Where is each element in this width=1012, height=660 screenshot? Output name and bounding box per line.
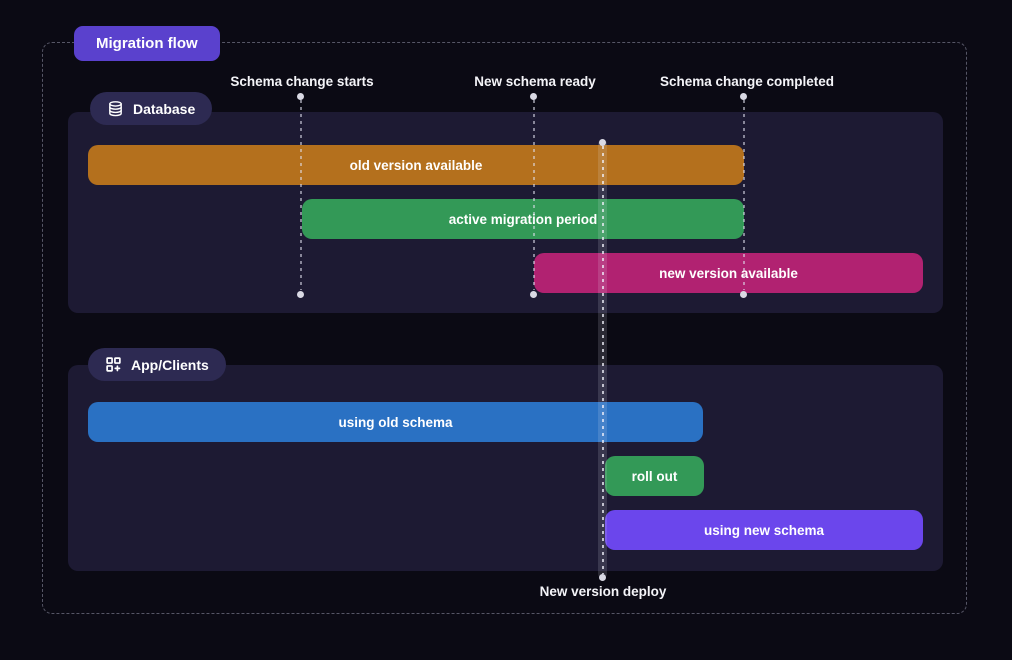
milestone-line-schema-change-starts <box>300 100 302 290</box>
bar-using-old-schema: using old schema <box>88 402 703 442</box>
milestone-dot <box>297 291 304 298</box>
bar-active-migration-period: active migration period <box>302 199 744 239</box>
lane-label: App/Clients <box>131 356 209 373</box>
diagram-frame <box>42 42 967 614</box>
lane-pill-database: Database <box>90 92 213 125</box>
deploy-label-new-version-deploy: New version deploy <box>539 584 667 599</box>
milestone-dot <box>530 291 537 298</box>
milestone-line-schema-change-completed <box>743 100 745 290</box>
lane-pill-app-clients: App/Clients <box>88 348 226 381</box>
milestone-label-schema-change-starts: Schema change starts <box>230 74 374 89</box>
milestone-label-new-schema-ready: New schema ready <box>474 74 596 89</box>
bar-using-new-schema: using new schema <box>605 510 923 550</box>
deploy-line <box>602 146 604 574</box>
bar-new-version-available: new version available <box>534 253 923 293</box>
bar-roll-out: roll out <box>605 456 704 496</box>
milestone-dot <box>740 291 747 298</box>
milestone-dot <box>297 93 304 100</box>
milestone-dot <box>530 93 537 100</box>
bar-old-version-available: old version available <box>88 145 744 185</box>
apps-plus-icon <box>105 356 122 373</box>
deploy-dot-top <box>599 139 606 146</box>
title-badge: Migration flow <box>74 26 220 61</box>
milestone-label-schema-change-completed: Schema change completed <box>659 74 835 89</box>
deploy-dot-bottom <box>599 574 606 581</box>
database-icon <box>107 100 124 117</box>
lane-label: Database <box>133 100 196 117</box>
milestone-dot <box>740 93 747 100</box>
milestone-line-new-schema-ready <box>533 100 535 290</box>
